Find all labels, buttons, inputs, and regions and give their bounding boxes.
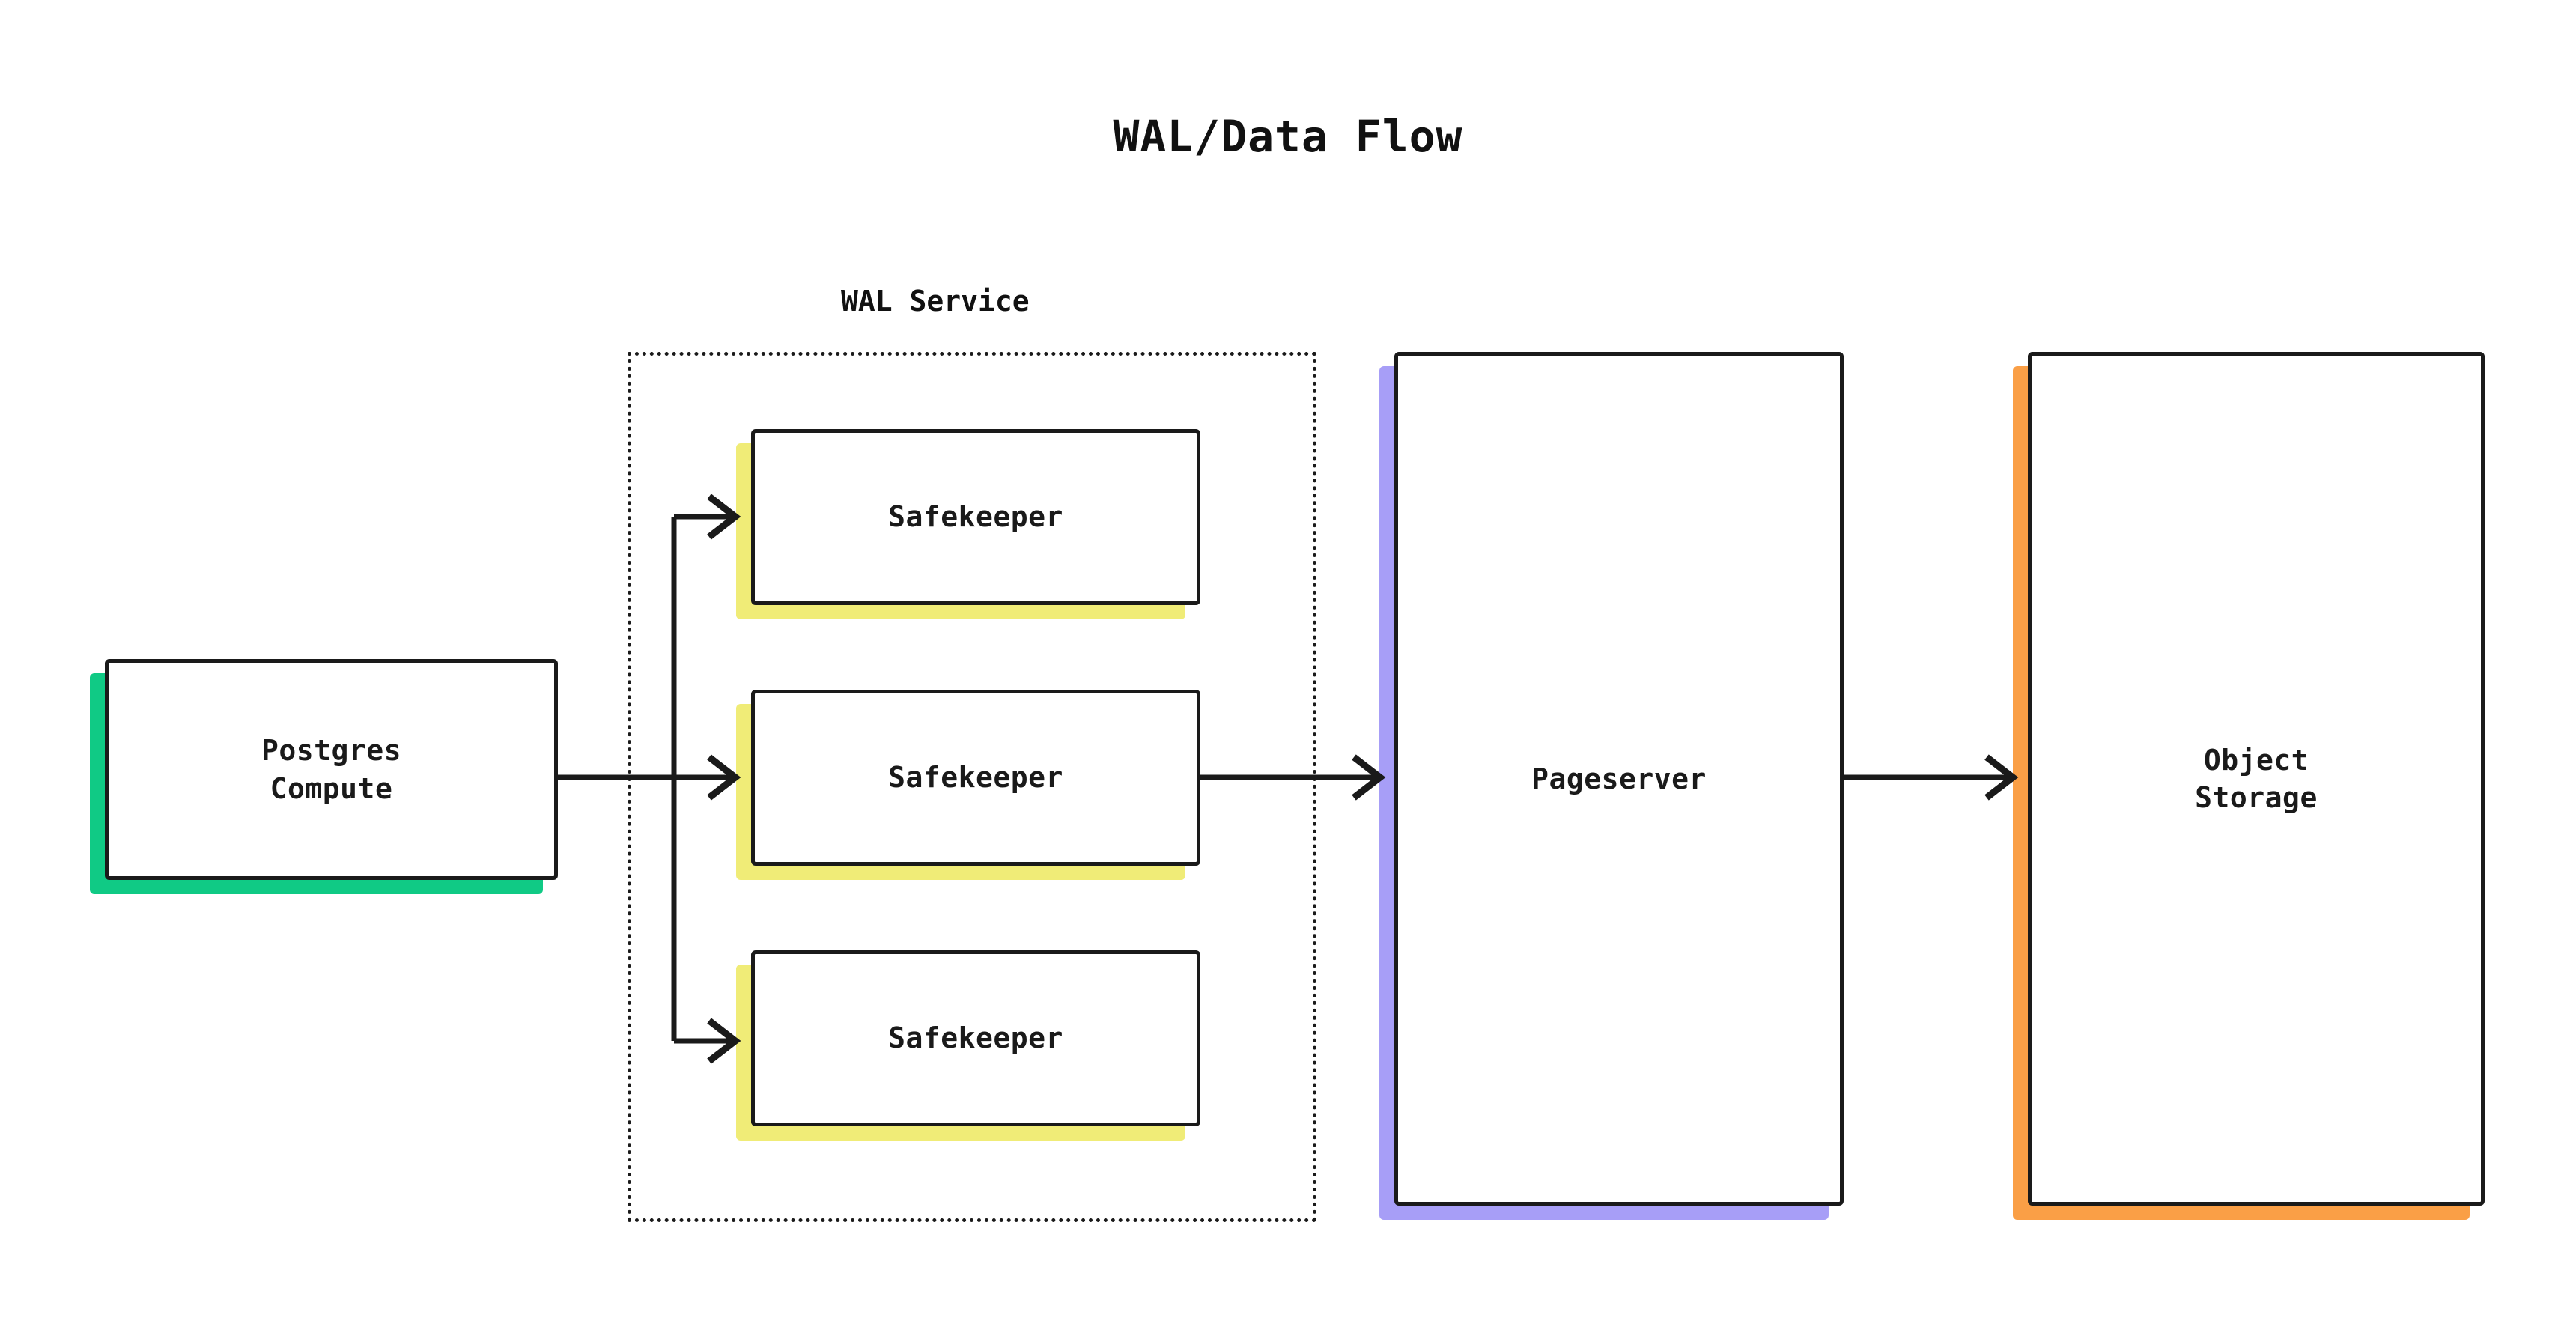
node-safekeeper-3[interactable]: Safekeeper	[736, 950, 1200, 1141]
node-body-safekeeper-1[interactable]: Safekeeper	[751, 429, 1200, 605]
node-label-safekeeper-1: Safekeeper	[888, 500, 1063, 534]
node-safekeeper-2[interactable]: Safekeeper	[736, 690, 1200, 880]
arrowhead-pageserver	[1352, 754, 1386, 801]
node-postgres-compute[interactable]: Postgres Compute	[90, 659, 558, 894]
node-body-pageserver[interactable]: Pageserver	[1394, 352, 1844, 1206]
node-body-object-storage[interactable]: Object Storage	[2028, 352, 2485, 1206]
node-pageserver[interactable]: Pageserver	[1379, 352, 1844, 1220]
node-body-postgres-compute[interactable]: Postgres Compute	[105, 659, 558, 880]
node-object-storage[interactable]: Object Storage	[2013, 352, 2485, 1220]
arrowhead-object-storage	[1984, 754, 2019, 801]
node-label-postgres-compute: Postgres Compute	[261, 734, 402, 805]
cluster-box-wal-service	[628, 352, 1316, 1222]
node-label-safekeeper-2: Safekeeper	[888, 761, 1063, 795]
node-body-safekeeper-3[interactable]: Safekeeper	[751, 950, 1200, 1126]
node-label-object-storage: Object Storage	[2195, 743, 2318, 814]
node-label-pageserver: Pageserver	[1531, 762, 1707, 795]
page-title: WAL/Data Flow	[1113, 111, 1463, 162]
node-body-safekeeper-2[interactable]: Safekeeper	[751, 690, 1200, 866]
node-safekeeper-1[interactable]: Safekeeper	[736, 429, 1200, 619]
cluster-label-wal-service: WAL Service	[841, 285, 1030, 318]
node-label-safekeeper-3: Safekeeper	[888, 1021, 1063, 1055]
